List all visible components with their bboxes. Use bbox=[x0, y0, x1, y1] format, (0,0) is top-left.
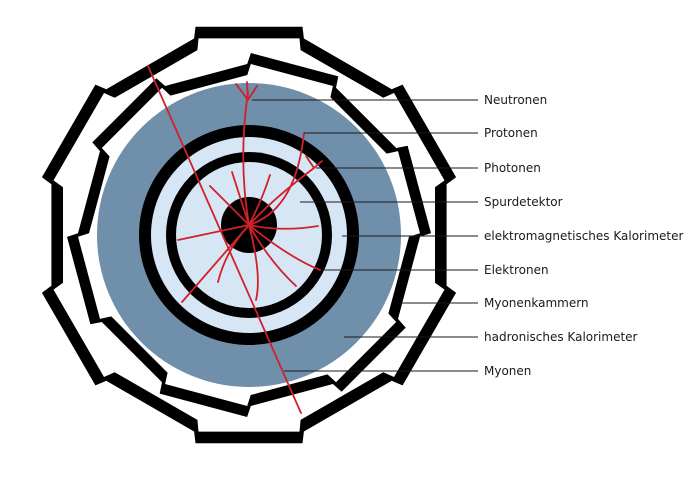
electron-track bbox=[248, 224, 321, 271]
label-photonen: Photonen bbox=[484, 161, 541, 175]
track-c bbox=[209, 185, 250, 226]
track-a bbox=[177, 224, 250, 241]
photon-fork bbox=[305, 155, 323, 169]
label-hadronisches-kalorimeter: hadronisches Kalorimeter bbox=[484, 330, 638, 344]
label-neutronen: Neutronen bbox=[484, 93, 547, 107]
track-g bbox=[248, 224, 297, 287]
label-em-kalorimeter: elektromagnetisches Kalorimeter bbox=[484, 229, 683, 243]
track-f bbox=[248, 224, 319, 230]
proton-track bbox=[248, 132, 305, 226]
particle-tracks bbox=[147, 65, 323, 414]
labels: Neutronen Protonen Photonen Spurdetektor… bbox=[484, 93, 683, 378]
label-protonen: Protonen bbox=[484, 126, 538, 140]
label-myonenkammern: Myonenkammern bbox=[484, 296, 589, 310]
track-i bbox=[248, 174, 271, 226]
track-e bbox=[248, 224, 259, 301]
track-h bbox=[217, 224, 250, 283]
photon-track bbox=[248, 167, 315, 226]
leader-lines bbox=[252, 99, 478, 372]
neutron-track bbox=[242, 91, 250, 226]
label-myonen: Myonen bbox=[484, 364, 531, 378]
label-spurdetektor: Spurdetektor bbox=[484, 195, 563, 209]
track-d bbox=[231, 171, 250, 226]
neutron-fork bbox=[235, 81, 258, 101]
label-elektronen: Elektronen bbox=[484, 263, 549, 277]
muon-track bbox=[147, 65, 302, 414]
